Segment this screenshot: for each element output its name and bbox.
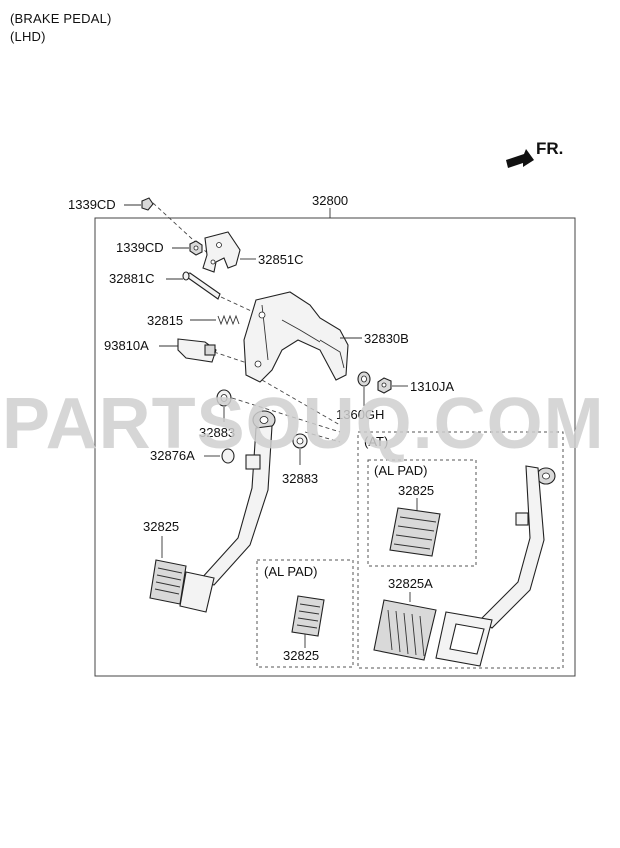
bushing-left-part [216, 389, 232, 407]
pedal-member-part [243, 291, 349, 383]
callout-1360gh: 1360GH [336, 407, 384, 422]
watermark: PARTSOUQ.COM [2, 384, 605, 464]
front-direction-label: FR. [536, 139, 563, 158]
callout-32851c: 32851C [258, 252, 304, 267]
callout-1339cd-top: 1339CD [68, 197, 116, 212]
flange-nut-part [377, 377, 392, 394]
callout-32825-alpad-manual: 32825 [283, 648, 319, 663]
at-box [357, 431, 564, 669]
callout-32876a: 32876A [150, 448, 195, 463]
callout-32815: 32815 [147, 313, 183, 328]
spring-part [217, 314, 240, 326]
nut-part [189, 240, 203, 256]
callout-1339cd-nut: 1339CD [116, 240, 164, 255]
callout-93810a: 93810A [104, 338, 149, 353]
alpad-at-box [367, 459, 477, 567]
bolt-part [141, 197, 154, 211]
at-box-title: (AT) [364, 434, 388, 449]
assembly-frame [94, 217, 576, 677]
callout-32830b: 32830B [364, 331, 409, 346]
alpad-at-title: (AL PAD) [374, 463, 427, 478]
callout-32825-manual: 32825 [143, 519, 179, 534]
pedal-pad-manual-part [149, 559, 187, 605]
alpad-manual-title: (AL PAD) [264, 564, 317, 579]
callout-32825a: 32825A [388, 576, 433, 591]
callout-32883-right: 32883 [282, 471, 318, 486]
diagram-title: (BRAKE PEDAL) [10, 11, 112, 26]
stopper-part [221, 448, 235, 464]
at-brake-pedal-arm-part [435, 465, 556, 667]
washer-nut-part [357, 371, 371, 387]
bracket-part [202, 231, 241, 273]
brake-pedal-arm-part [179, 410, 276, 613]
alpad-at-part [389, 507, 441, 557]
callout-32825-alpad-at: 32825 [398, 483, 434, 498]
callout-32800: 32800 [312, 193, 348, 208]
at-pedal-pad-part [373, 599, 437, 661]
diagram-subtitle: (LHD) [10, 29, 46, 44]
callout-32881c: 32881C [109, 271, 155, 286]
stop-switch-part [177, 338, 217, 363]
callout-1310ja: 1310JA [410, 379, 454, 394]
pin-part [182, 271, 221, 300]
callout-32883-left: 32883 [199, 425, 235, 440]
alpad-manual-box [256, 559, 354, 668]
front-direction-arrow-icon [506, 149, 534, 168]
alpad-manual-part [291, 595, 325, 637]
bushing-right-part [292, 433, 308, 449]
